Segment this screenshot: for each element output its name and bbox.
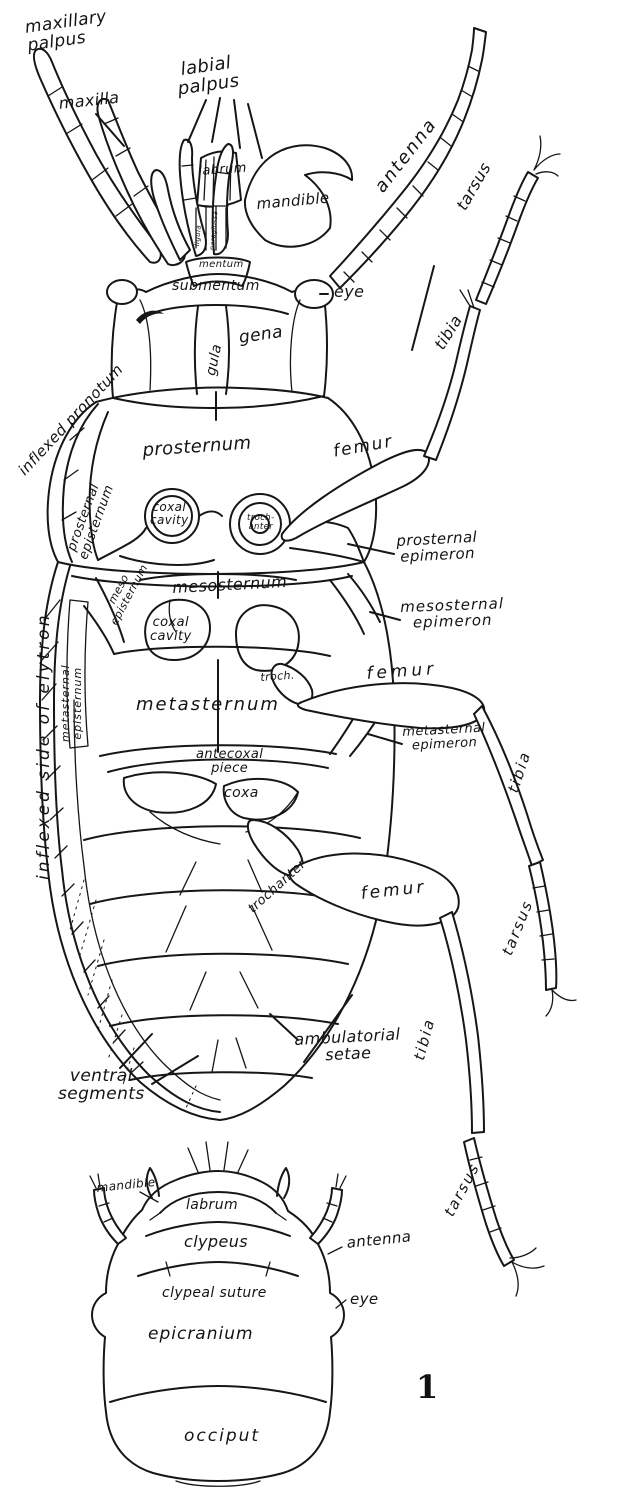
ambulatorial-setae-drawing	[165, 859, 273, 1073]
label-head-occiput: occiput	[184, 1426, 261, 1446]
label-troch-mid: troch.	[259, 668, 296, 684]
label-head-labrum: labrum	[186, 1197, 239, 1213]
label-submentum: submentum	[172, 278, 260, 294]
hind-leg-drawing	[246, 819, 545, 1297]
head-occiput-line	[109, 1385, 327, 1403]
label-prosternal-epimeron: prosternal epimeron	[395, 527, 478, 566]
label-head-clypeal-suture: clypeal suture	[162, 1285, 267, 1301]
label-coxal-cavity-mid: coxal cavity	[150, 615, 192, 644]
label-metasternal-episternum: metasternal episternum	[59, 664, 84, 742]
label-ambulatorial-setae: ambulatorial setae	[293, 1024, 401, 1065]
antenna-drawing	[329, 27, 487, 289]
maxillary-palpus-drawing	[32, 47, 162, 264]
middle-leg-drawing	[296, 682, 577, 1017]
figure-number: 1	[416, 1368, 439, 1406]
label-head-epicranium: epicranium	[148, 1324, 254, 1344]
head-clypeal-suture-line	[137, 1261, 299, 1277]
label-antecoxal-piece: antecoxal piece	[196, 747, 264, 776]
head-clypeus-line	[145, 1221, 291, 1237]
label-labrum: labrum	[197, 160, 248, 179]
label-head-clypeus: clypeus	[184, 1232, 248, 1251]
prosternum-drawing	[97, 488, 365, 566]
label-metasternum: metasternum	[136, 694, 280, 715]
front-leg-drawing	[280, 135, 561, 542]
leader-lines	[95, 97, 435, 1085]
label-trochanter-front: troch- anter	[247, 513, 275, 532]
mesosternum-drawing	[83, 571, 381, 706]
abdomen-drawing	[69, 825, 361, 1109]
mentum-drawing	[185, 256, 251, 287]
head-capsule-drawing	[106, 279, 334, 409]
label-coxal-cavity-front: coxal cavity	[150, 500, 189, 527]
head-labrum-line	[159, 1191, 277, 1214]
label-coxa: coxa	[224, 785, 259, 801]
mandible-drawing	[243, 144, 354, 248]
label-metasternal-epimeron: metasternal epimeron	[401, 720, 486, 754]
label-mentum: mentum	[199, 259, 244, 270]
label-mesosternal-epimeron: mesosternal epimeron	[399, 594, 505, 632]
labial-palpus-drawing	[178, 138, 234, 257]
metasternum-drawing	[66, 599, 385, 845]
label-eye: eye	[334, 282, 365, 301]
label-head-eye: eye	[350, 1290, 379, 1308]
eye-drawing	[294, 279, 334, 309]
labrum-drawing	[196, 150, 242, 208]
label-inflexed-side-of-elytron: inflexed side of elytron	[34, 612, 54, 880]
label-ventral-segments: ventral segments	[58, 1066, 145, 1104]
head-mandible-tip	[145, 1167, 160, 1199]
ligula-paraglossa-drawing	[195, 205, 227, 251]
head-figure-drawing	[89, 1141, 347, 1487]
submentum-drawing	[145, 273, 293, 315]
